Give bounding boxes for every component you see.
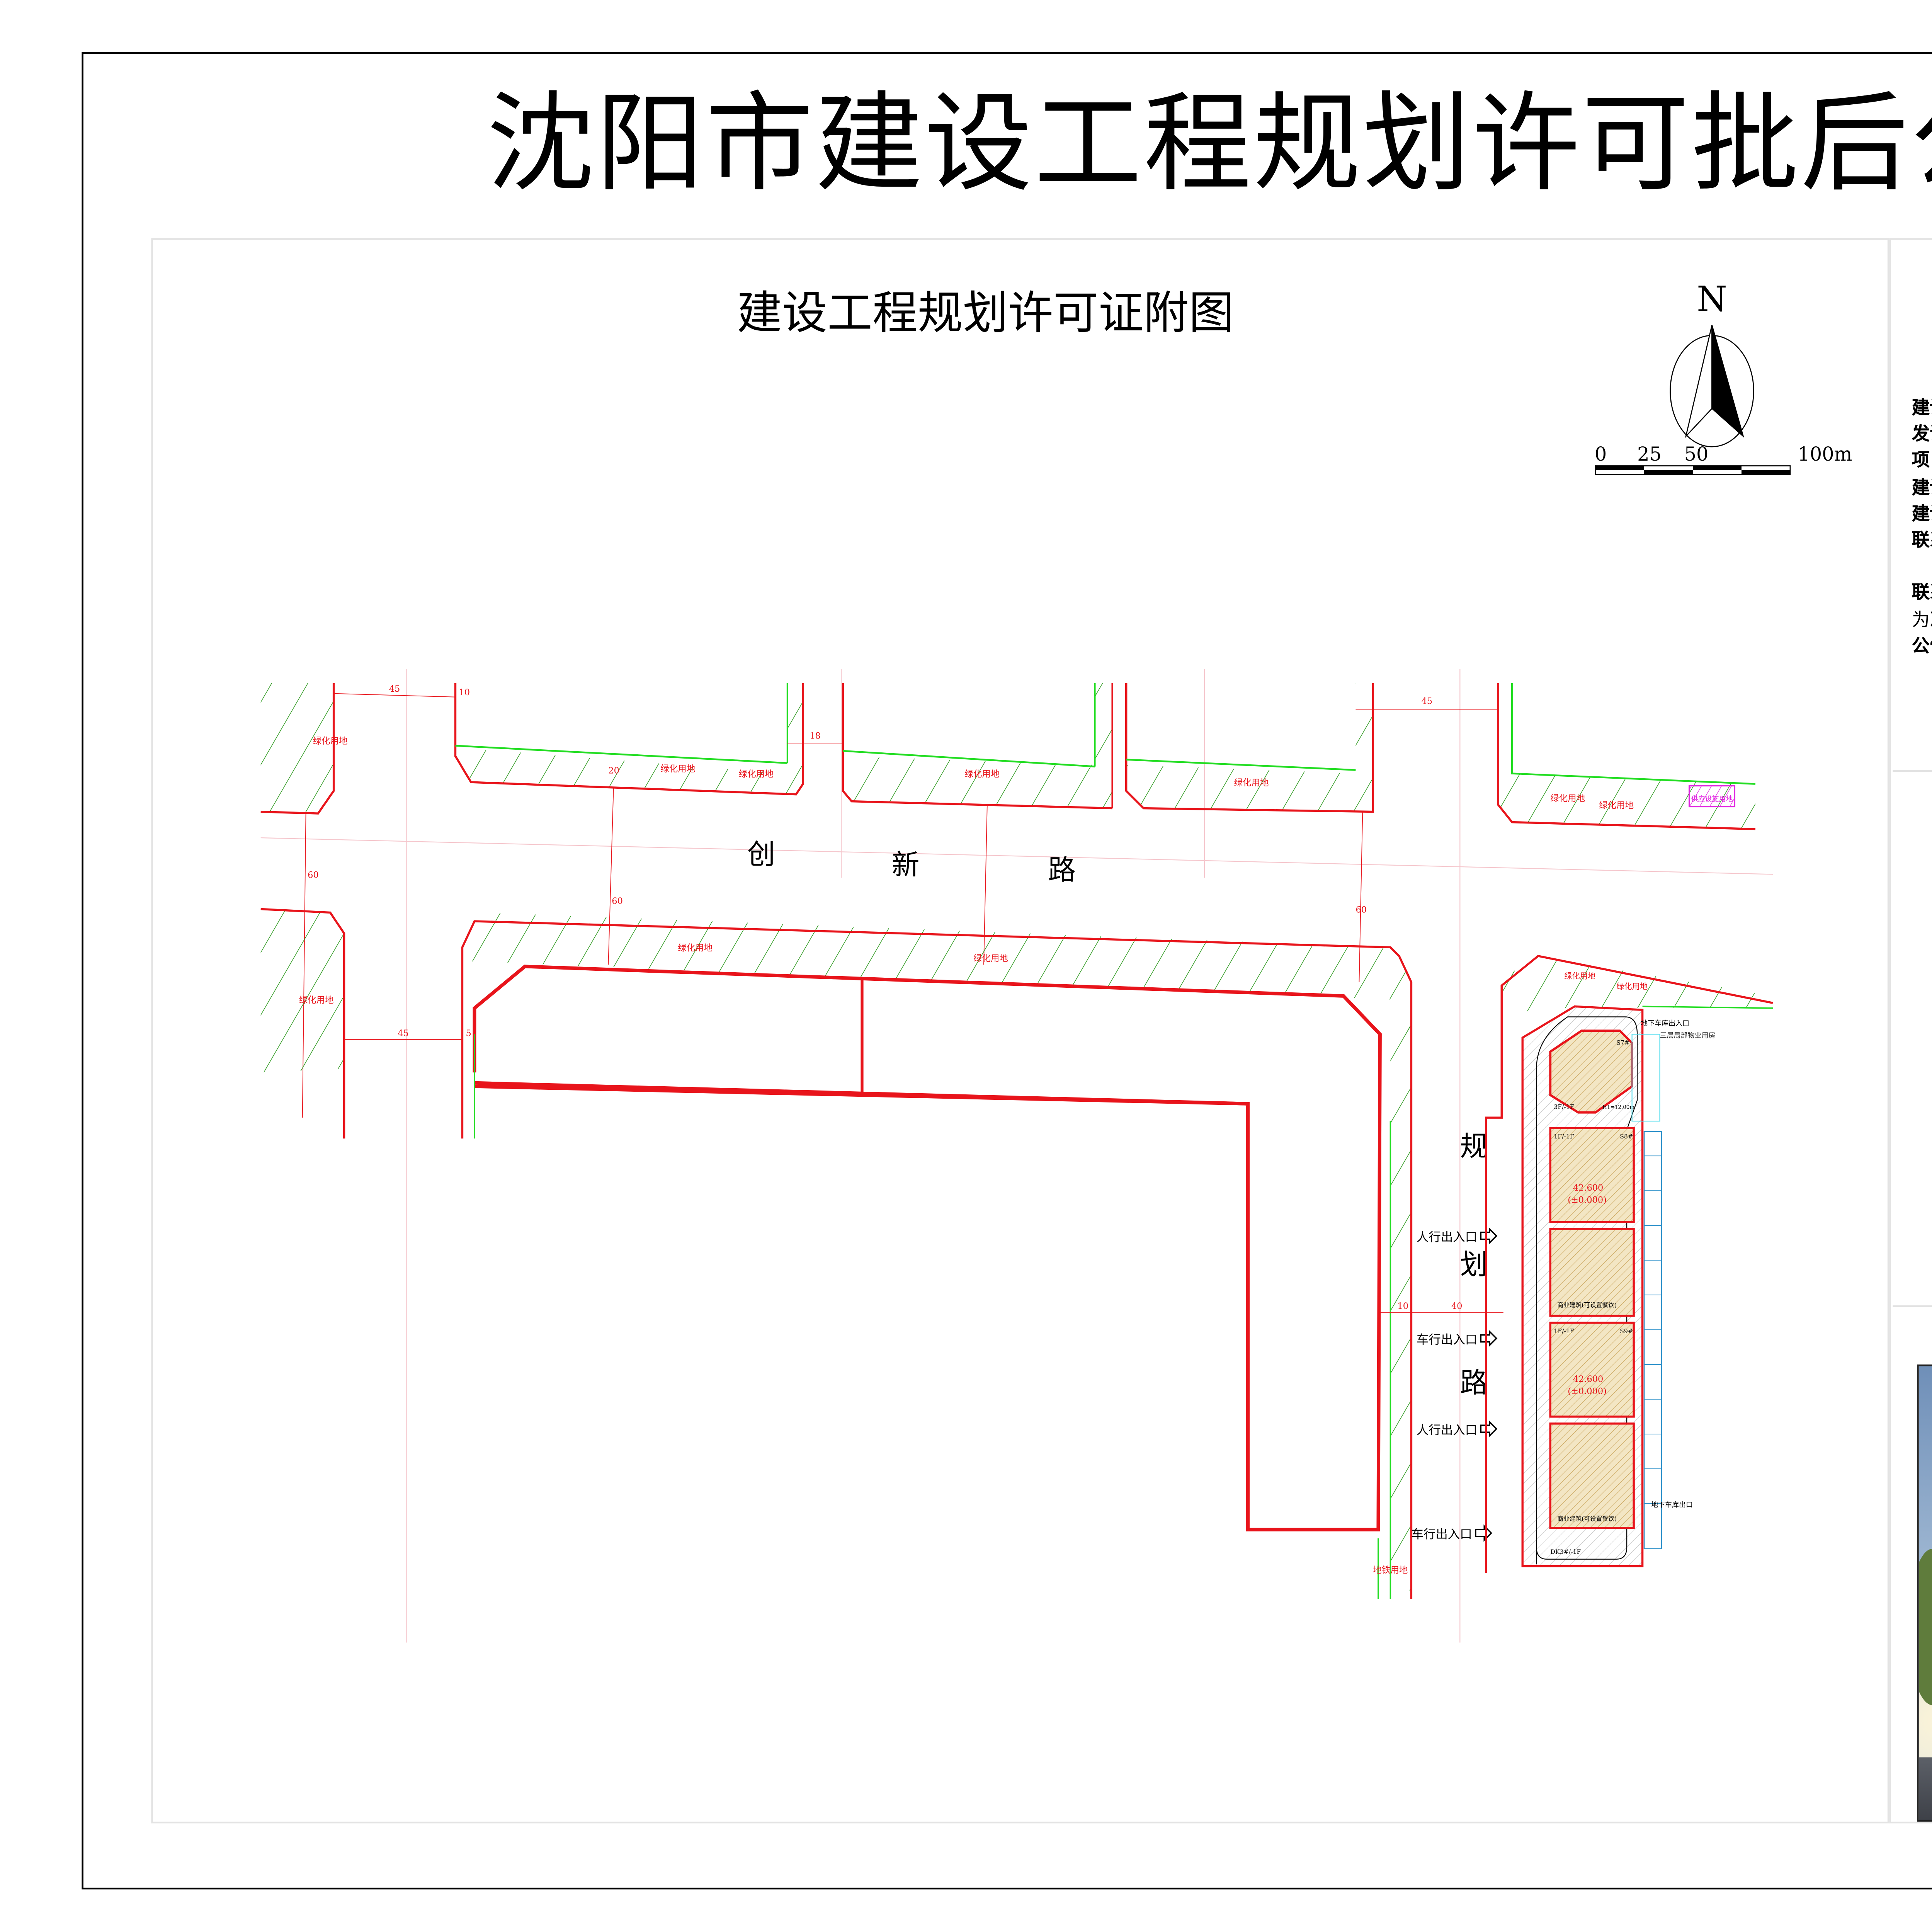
svg-text:绿化用地: 绿化用地 (973, 953, 1008, 963)
svg-text:车行出入口: 车行出入口 (1411, 1528, 1472, 1541)
svg-text:45: 45 (389, 684, 400, 694)
svg-text:42.600: 42.600 (1573, 1183, 1604, 1193)
map-title: 建设工程规划许可证附图 (737, 288, 1234, 341)
svg-text:(±0.000): (±0.000) (1568, 1386, 1607, 1396)
svg-text:绿化用地: 绿化用地 (1564, 971, 1595, 980)
svg-text:60: 60 (1355, 905, 1367, 915)
svg-text:45: 45 (1422, 696, 1433, 706)
svg-text:60: 60 (612, 896, 623, 906)
divider (1893, 770, 1932, 772)
svg-text:45: 45 (398, 1028, 409, 1038)
svg-text:绿化用地: 绿化用地 (313, 736, 348, 746)
scale-bar: 0 25 50 100m (1595, 443, 1852, 475)
svg-text:1F/-1F: 1F/-1F (1554, 1327, 1574, 1335)
svg-text:三层局部物业用房: 三层局部物业用房 (1660, 1031, 1716, 1040)
divider (1893, 1305, 1932, 1307)
svg-text:5: 5 (466, 1028, 471, 1038)
road-label-chuangxin-1: 创 (747, 838, 775, 871)
svg-text:地下车库出入口: 地下车库出入口 (1641, 1019, 1689, 1028)
svg-text:H1=12.00m: H1=12.00m (1602, 1104, 1634, 1111)
svg-text:人行出入口: 人行出入口 (1417, 1230, 1477, 1244)
site-plan-map: 供应设施用地 45 10 18 45 20 60 60 60 绿化用地 绿化用地… (260, 669, 1773, 1643)
field-permit-number: 建设工程规划许可证号：建字第210112202100058号 (1912, 398, 1932, 419)
svg-text:绿化用地: 绿化用地 (678, 943, 713, 953)
svg-text:S7#: S7# (1616, 1039, 1629, 1046)
field-phone: 联系电话：沈阳市规划和国土资源局,024-24820955 (1912, 530, 1932, 551)
svg-text:50: 50 (1684, 443, 1709, 465)
svg-text:20: 20 (608, 766, 619, 776)
field-developer: 建设单位：沈阳万润新城建设发展有限公司 (1912, 504, 1932, 525)
commercial-buildings: 1F/-1F S8# 42.600 (±0.000) 商业建筑(可设置餐饮) 1… (1549, 1127, 1635, 1529)
svg-text:10: 10 (1397, 1301, 1408, 1311)
svg-text:绿化用地: 绿化用地 (1234, 778, 1269, 788)
notice-title: 公告信息 (1889, 261, 1932, 330)
svg-text:绿化用地: 绿化用地 (739, 769, 774, 779)
outer-frame (82, 52, 1932, 1890)
svg-text:25: 25 (1637, 443, 1662, 465)
supply-land-label: 供应设施用地 (1691, 795, 1733, 803)
svg-text:S8#: S8# (1620, 1133, 1633, 1140)
svg-text:0: 0 (1595, 443, 1607, 465)
road-label-chuangxin-3: 路 (1048, 854, 1076, 886)
svg-text:绿化用地: 绿化用地 (1616, 982, 1648, 991)
svg-text:车行出入口: 车行出入口 (1417, 1333, 1477, 1347)
svg-text:地铁用地: 地铁用地 (1373, 1565, 1408, 1576)
svg-text:3F/-1F: 3F/-1F (1554, 1103, 1574, 1111)
svg-text:42.600: 42.600 (1573, 1374, 1604, 1384)
svg-text:绿化用地: 绿化用地 (1599, 801, 1634, 811)
svg-text:10: 10 (459, 687, 470, 698)
aerial-image (1918, 1366, 1932, 1820)
field-project-name: 项目名称：火石商业（SHN10-01-31-3-1） (1912, 451, 1932, 472)
svg-text:商业建筑(可设置餐饮): 商业建筑(可设置餐饮) (1557, 1515, 1617, 1523)
svg-text:100m: 100m (1798, 443, 1852, 465)
aerial-rendering (1917, 1364, 1932, 1822)
north-arrow-icon: N (1670, 279, 1754, 447)
svg-text:40: 40 (1451, 1301, 1463, 1311)
road-label-chuangxin-2: 新 (891, 848, 919, 881)
field-address-2: 为准） 邮编：110179。 (1912, 609, 1932, 631)
road-label-guihua-1: 规 (1460, 1130, 1488, 1162)
notice-fields: 建设工程规划许可证号：建字第210112202100058号 发证日期：2021… (1912, 396, 1932, 661)
svg-text:S9#: S9# (1620, 1327, 1633, 1335)
svg-text:绿化用地: 绿化用地 (660, 764, 695, 774)
field-period: 公告期限：发证日期起至规划核实合格止 (1912, 636, 1932, 657)
entrance-labels: 人行出入口 车行出入口 人行出入口 车行出入口 (1411, 1227, 1498, 1542)
field-phone-2: 沈阳万润新城建设发展有限公司，13940013137 (1912, 555, 1932, 581)
field-issue-date: 发证日期：2021.10.22 (1912, 424, 1932, 446)
svg-text:地下车库出口: 地下车库出口 (1651, 1501, 1693, 1509)
svg-text:绿化用地: 绿化用地 (1550, 794, 1585, 804)
field-address: 联系地址：沈阳市浑南新区世纪路15号沈阳市自然资源局浑南分局（以邮戳日期 (1912, 583, 1932, 604)
info-panel (1889, 238, 1932, 1824)
road-label-guihua-3: 路 (1460, 1366, 1488, 1399)
permit-section-title: 建设工程规划许可证 (1889, 782, 1932, 827)
page-title: 沈阳市建设工程规划许可批后公告牌 (486, 80, 1932, 207)
map-panel (151, 238, 1889, 1824)
svg-text:1F/-1F: 1F/-1F (1554, 1133, 1574, 1140)
svg-text:人行出入口: 人行出入口 (1417, 1423, 1477, 1437)
svg-text:绿化用地: 绿化用地 (299, 995, 334, 1005)
field-location: 建设位置：浑南区，创新路以南 (1912, 477, 1932, 499)
svg-text:DK3#/-1F: DK3#/-1F (1550, 1548, 1581, 1555)
svg-text:60: 60 (308, 870, 319, 880)
aerial-title: 鸟瞰图 (1889, 1309, 1932, 1354)
notice-subtitle-1: 沈阳万润新城建设发展有限公司位于浑南区创新路的火石商业 (1889, 323, 1932, 349)
svg-text:18: 18 (810, 731, 821, 741)
north-label: N (1697, 279, 1727, 320)
road-label-guihua-2: 划 (1460, 1248, 1488, 1281)
svg-text:绿化用地: 绿化用地 (964, 769, 999, 779)
svg-text:商业建筑(可设置餐饮): 商业建筑(可设置餐饮) (1557, 1301, 1617, 1308)
svg-text:(±0.000): (±0.000) (1568, 1195, 1607, 1205)
notice-subtitle-2: （SHN10-01-31-3-1）项目批后公告 (1889, 349, 1932, 375)
